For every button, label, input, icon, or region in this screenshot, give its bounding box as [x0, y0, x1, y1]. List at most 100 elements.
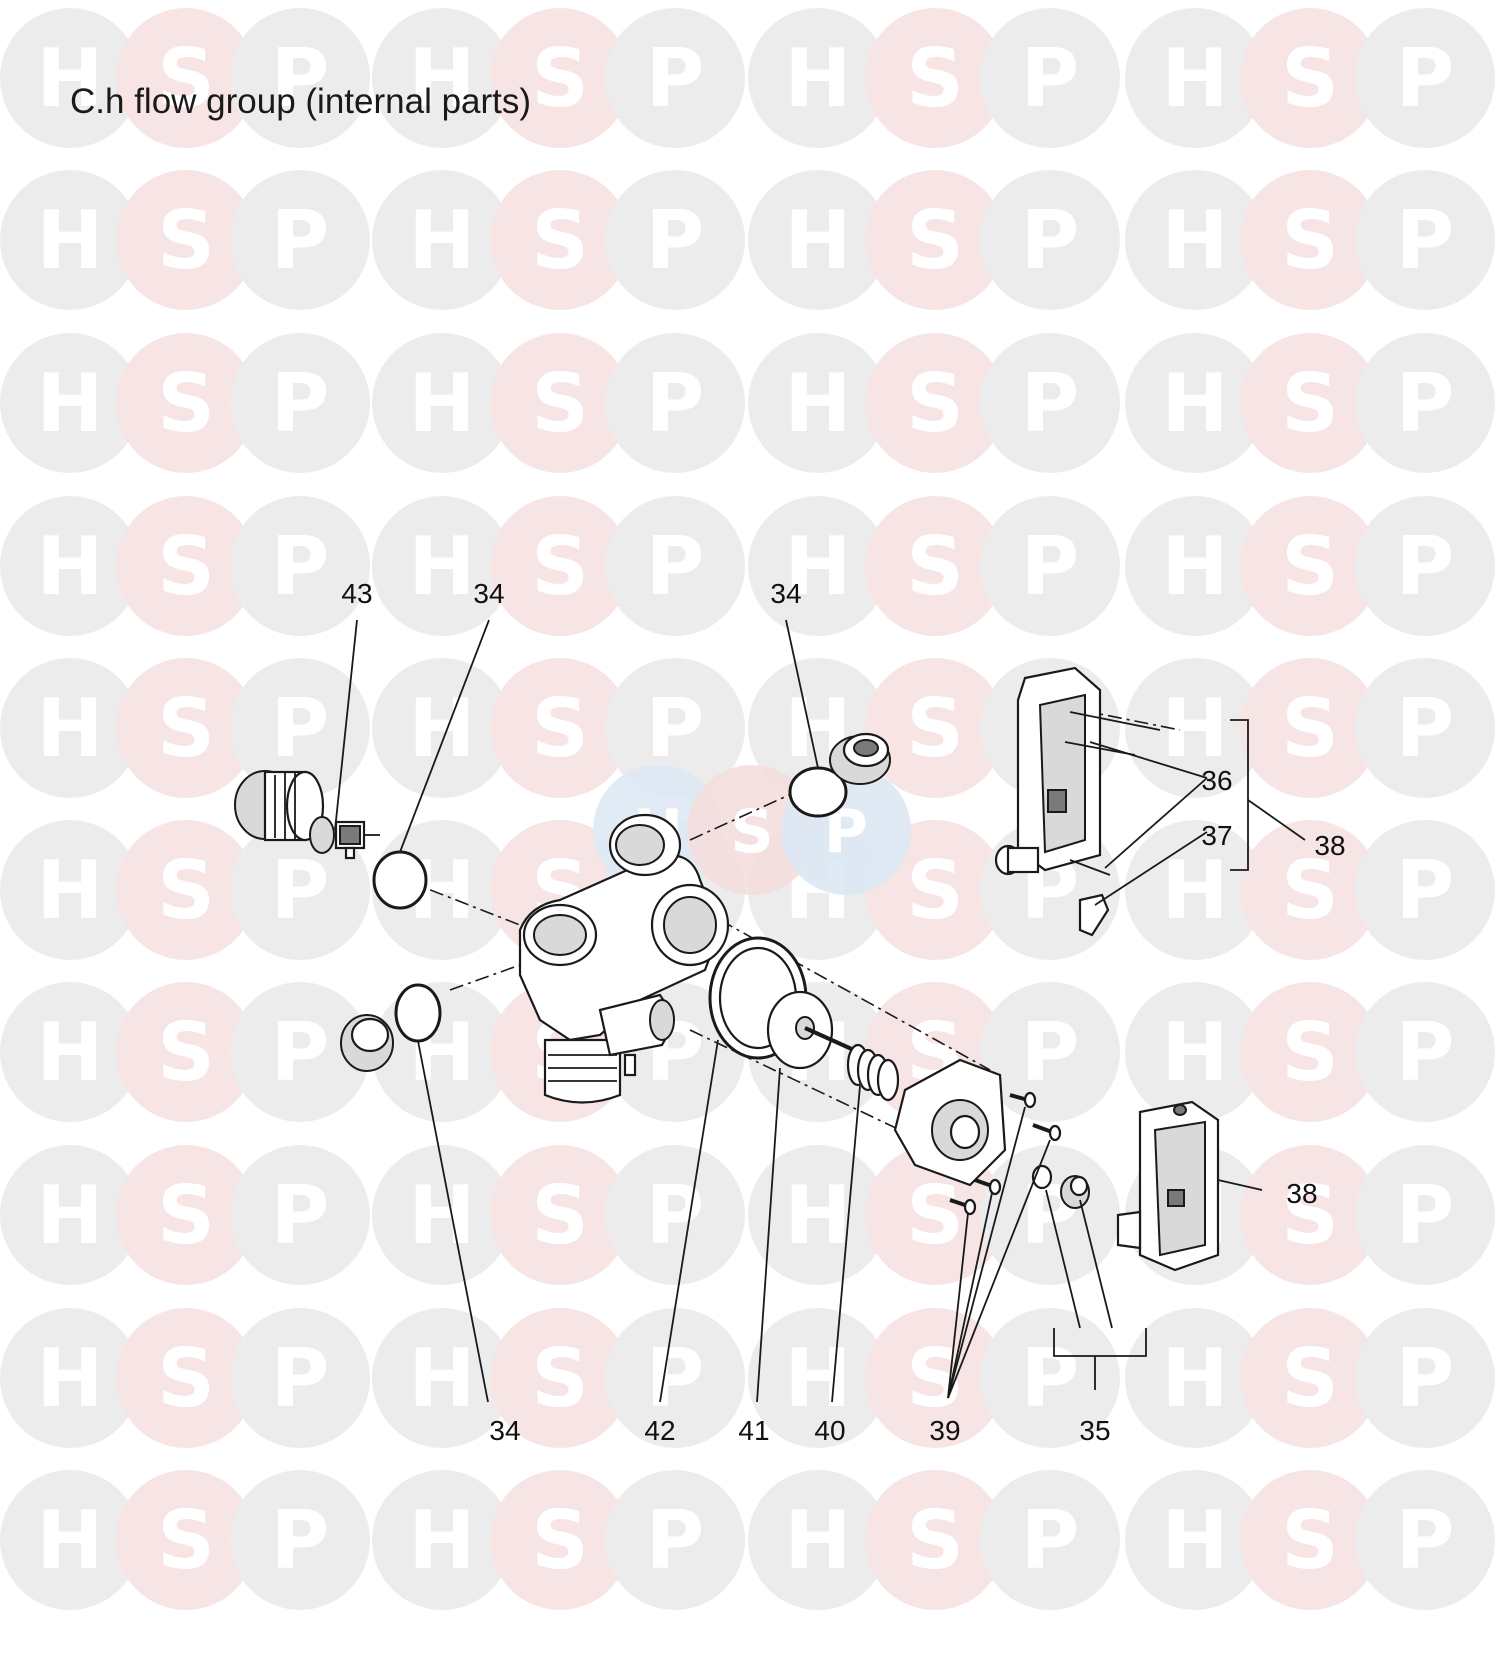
watermark-circle	[980, 1470, 1120, 1610]
watermark-circle	[980, 170, 1120, 310]
callout-c42: 42	[644, 1415, 675, 1446]
watermark-letter: S	[531, 1169, 589, 1262]
watermark-circle	[372, 170, 512, 310]
watermark-letter: P	[1396, 682, 1455, 775]
watermark-circle	[980, 8, 1120, 148]
watermark-letter: H	[409, 520, 476, 613]
callout-c36: 36	[1201, 765, 1232, 796]
watermark-letter: P	[271, 520, 330, 613]
watermark-letter: S	[906, 32, 964, 125]
watermark-letter: S	[1281, 682, 1339, 775]
watermark-circle	[748, 170, 888, 310]
watermark-letter: H	[37, 32, 104, 125]
watermark-circle	[0, 820, 140, 960]
watermark-circle	[116, 1145, 256, 1285]
watermark-letter: H	[1162, 32, 1229, 125]
assembly-axis-top	[689, 789, 801, 841]
watermark-circle	[605, 1308, 745, 1448]
watermark-circle	[748, 333, 888, 473]
watermark-letter: S	[906, 844, 964, 937]
watermark-circle	[116, 658, 256, 798]
watermark-letter: P	[271, 682, 330, 775]
watermark-letter: S	[906, 194, 964, 287]
watermark-circle	[116, 982, 256, 1122]
watermark-circle	[230, 982, 370, 1122]
watermark-circle	[980, 982, 1120, 1122]
watermark-circle	[116, 170, 256, 310]
watermark-letter: P	[646, 682, 705, 775]
watermark-circle	[490, 333, 630, 473]
watermark-circle	[1355, 496, 1495, 636]
assembly-axis-right	[719, 919, 991, 1071]
assembly-axis-left-lower	[449, 964, 521, 991]
watermark-circle	[1240, 1470, 1380, 1610]
part-39-screws	[949, 1091, 1062, 1216]
watermark-letter: H	[1162, 357, 1229, 450]
watermark-letter: S	[157, 520, 215, 613]
part-40-spring	[846, 1043, 900, 1102]
callout-c41: 41	[738, 1415, 769, 1446]
watermark-letter: P	[1021, 357, 1080, 450]
watermark-circle	[1355, 333, 1495, 473]
watermark-letter: H	[37, 1006, 104, 1099]
watermark-letter: H	[409, 682, 476, 775]
watermark-circle	[980, 496, 1120, 636]
watermark-circle	[1240, 1145, 1380, 1285]
watermark-circle	[1125, 170, 1265, 310]
watermark-letter: H	[37, 357, 104, 450]
watermark-letter: S	[157, 1169, 215, 1262]
watermark-circle	[230, 1470, 370, 1610]
watermark-circle	[1240, 658, 1380, 798]
watermark-circle	[0, 982, 140, 1122]
watermark-circle	[1355, 1308, 1495, 1448]
watermark-circle	[116, 820, 256, 960]
watermark-circle	[1240, 8, 1380, 148]
watermark-letter: P	[646, 520, 705, 613]
watermark-letter: P	[646, 1494, 705, 1587]
watermark-circle	[1240, 170, 1380, 310]
watermark-letter: S	[157, 682, 215, 775]
watermark-letter: S	[157, 1332, 215, 1425]
watermark-circle	[748, 496, 888, 636]
watermark-circle	[0, 658, 140, 798]
watermark-circle	[230, 8, 370, 148]
watermark-circle	[1355, 658, 1495, 798]
watermark-circle	[605, 8, 745, 148]
watermark-letter: P	[1021, 520, 1080, 613]
watermark-circle	[0, 1308, 140, 1448]
watermark-letter: H	[409, 1332, 476, 1425]
watermark-letter: H	[785, 1332, 852, 1425]
watermark-circle	[230, 820, 370, 960]
watermark-letter: H	[409, 1494, 476, 1587]
watermark-circle	[1125, 982, 1265, 1122]
watermark-letter: S	[1281, 844, 1339, 937]
watermark-letter: S	[1281, 357, 1339, 450]
watermark-letter: S	[1281, 1332, 1339, 1425]
watermark-letter: S	[1281, 520, 1339, 613]
callout-c34-top-mid: 34	[770, 578, 801, 609]
watermark-letter: H	[37, 682, 104, 775]
watermark-letter: S	[1281, 32, 1339, 125]
watermark-circle	[605, 170, 745, 310]
watermark-letter: P	[1021, 1494, 1080, 1587]
watermark-circle	[230, 170, 370, 310]
watermark-letter: S	[157, 194, 215, 287]
watermark-circle	[605, 1470, 745, 1610]
watermark-letter: H	[37, 194, 104, 287]
watermark-letter: P	[271, 1006, 330, 1099]
watermark-circle	[230, 658, 370, 798]
watermark-letter: S	[531, 194, 589, 287]
watermark-letter: P	[1396, 1169, 1455, 1262]
part-34-oring-top-left	[372, 850, 428, 910]
watermark-accent-letter: S	[730, 797, 773, 867]
watermark-circle	[605, 658, 745, 798]
page-title: C.h flow group (internal parts)	[70, 82, 532, 121]
part-38-cover-bottom	[1116, 1100, 1220, 1272]
watermark-circle	[116, 1308, 256, 1448]
watermark-circle	[865, 658, 1005, 798]
callout-c35: 35	[1079, 1415, 1110, 1446]
watermark-letter: S	[531, 682, 589, 775]
watermark-circle	[490, 1145, 630, 1285]
